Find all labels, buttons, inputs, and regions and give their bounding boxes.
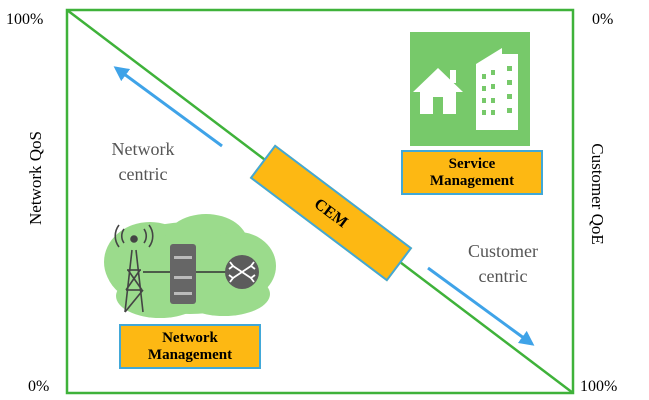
network-management-box: Network Management <box>119 324 261 369</box>
customer-centric-label: Customer centric <box>448 239 558 289</box>
right-axis-top-label: 0% <box>592 11 614 28</box>
right-axis-title: Customer QoE <box>588 143 607 245</box>
customer-centric-line2: centric <box>478 266 528 286</box>
service-icon-tile <box>410 32 530 146</box>
right-axis-bottom-label: 100% <box>580 378 618 395</box>
left-axis-top-label: 100% <box>6 11 44 28</box>
service-management-box: Service Management <box>401 150 543 195</box>
service-icon-art <box>413 48 518 130</box>
network-centric-arrow <box>113 66 223 148</box>
network-centric-line2: centric <box>118 164 168 184</box>
customer-centric-arrow <box>427 266 535 346</box>
service-box-line1: Service <box>448 155 496 172</box>
building-icon <box>476 48 518 130</box>
network-box-line1: Network <box>162 329 218 346</box>
left-axis-title: Network QoS <box>26 131 45 225</box>
cem-label: CEM <box>310 194 352 232</box>
network-box-line2: Management <box>147 346 233 363</box>
network-centric-line1: Network <box>111 139 175 159</box>
service-box-line2: Management <box>429 172 515 189</box>
network-centric-label: Network centric <box>98 137 188 187</box>
house-icon <box>413 68 463 114</box>
left-axis-bottom-label: 0% <box>28 378 50 395</box>
frame-border <box>65 8 575 395</box>
customer-centric-line1: Customer <box>468 241 538 261</box>
